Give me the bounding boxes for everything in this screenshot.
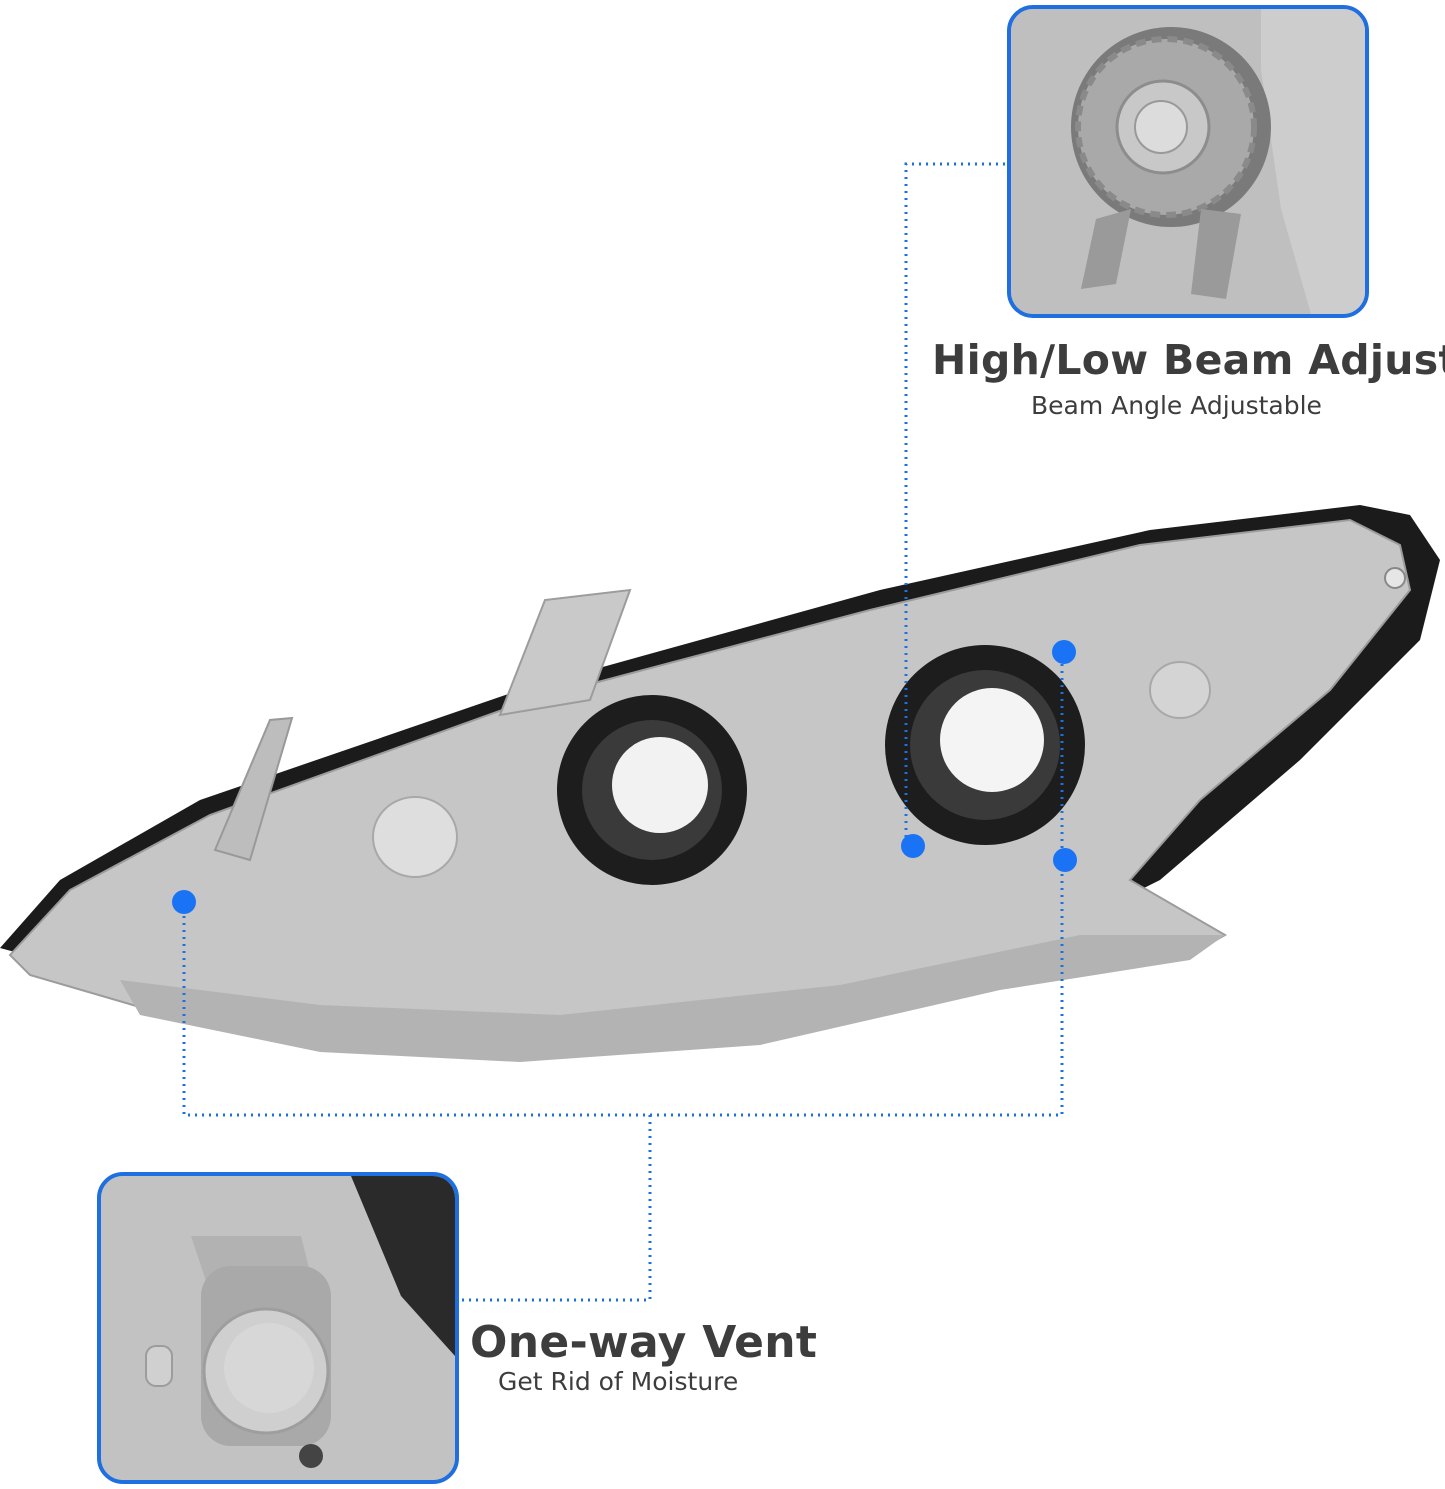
beam-adjuster-title: High/Low Beam Adjuster: [932, 336, 1445, 384]
callout-lines: [182, 162, 1064, 1302]
marker-adjuster-upper: [1052, 640, 1076, 664]
marker-adjuster-lower: [901, 834, 925, 858]
vent-subtitle: Get Rid of Moisture: [498, 1367, 739, 1396]
beam-adjuster-subtitle: Beam Angle Adjustable: [1031, 391, 1322, 420]
vent-title: One-way Vent: [470, 1317, 818, 1368]
marker-vent: [172, 890, 196, 914]
mount-tab-top: [498, 588, 632, 717]
round-plug: [372, 796, 458, 878]
housing-flange: [120, 935, 1225, 1062]
mount-tab-left: [213, 716, 294, 862]
markers: [172, 640, 1077, 914]
adjuster-closeup: [1007, 5, 1369, 318]
marker-adjuster-right: [1053, 848, 1077, 872]
vent-closeup: [97, 1172, 459, 1484]
